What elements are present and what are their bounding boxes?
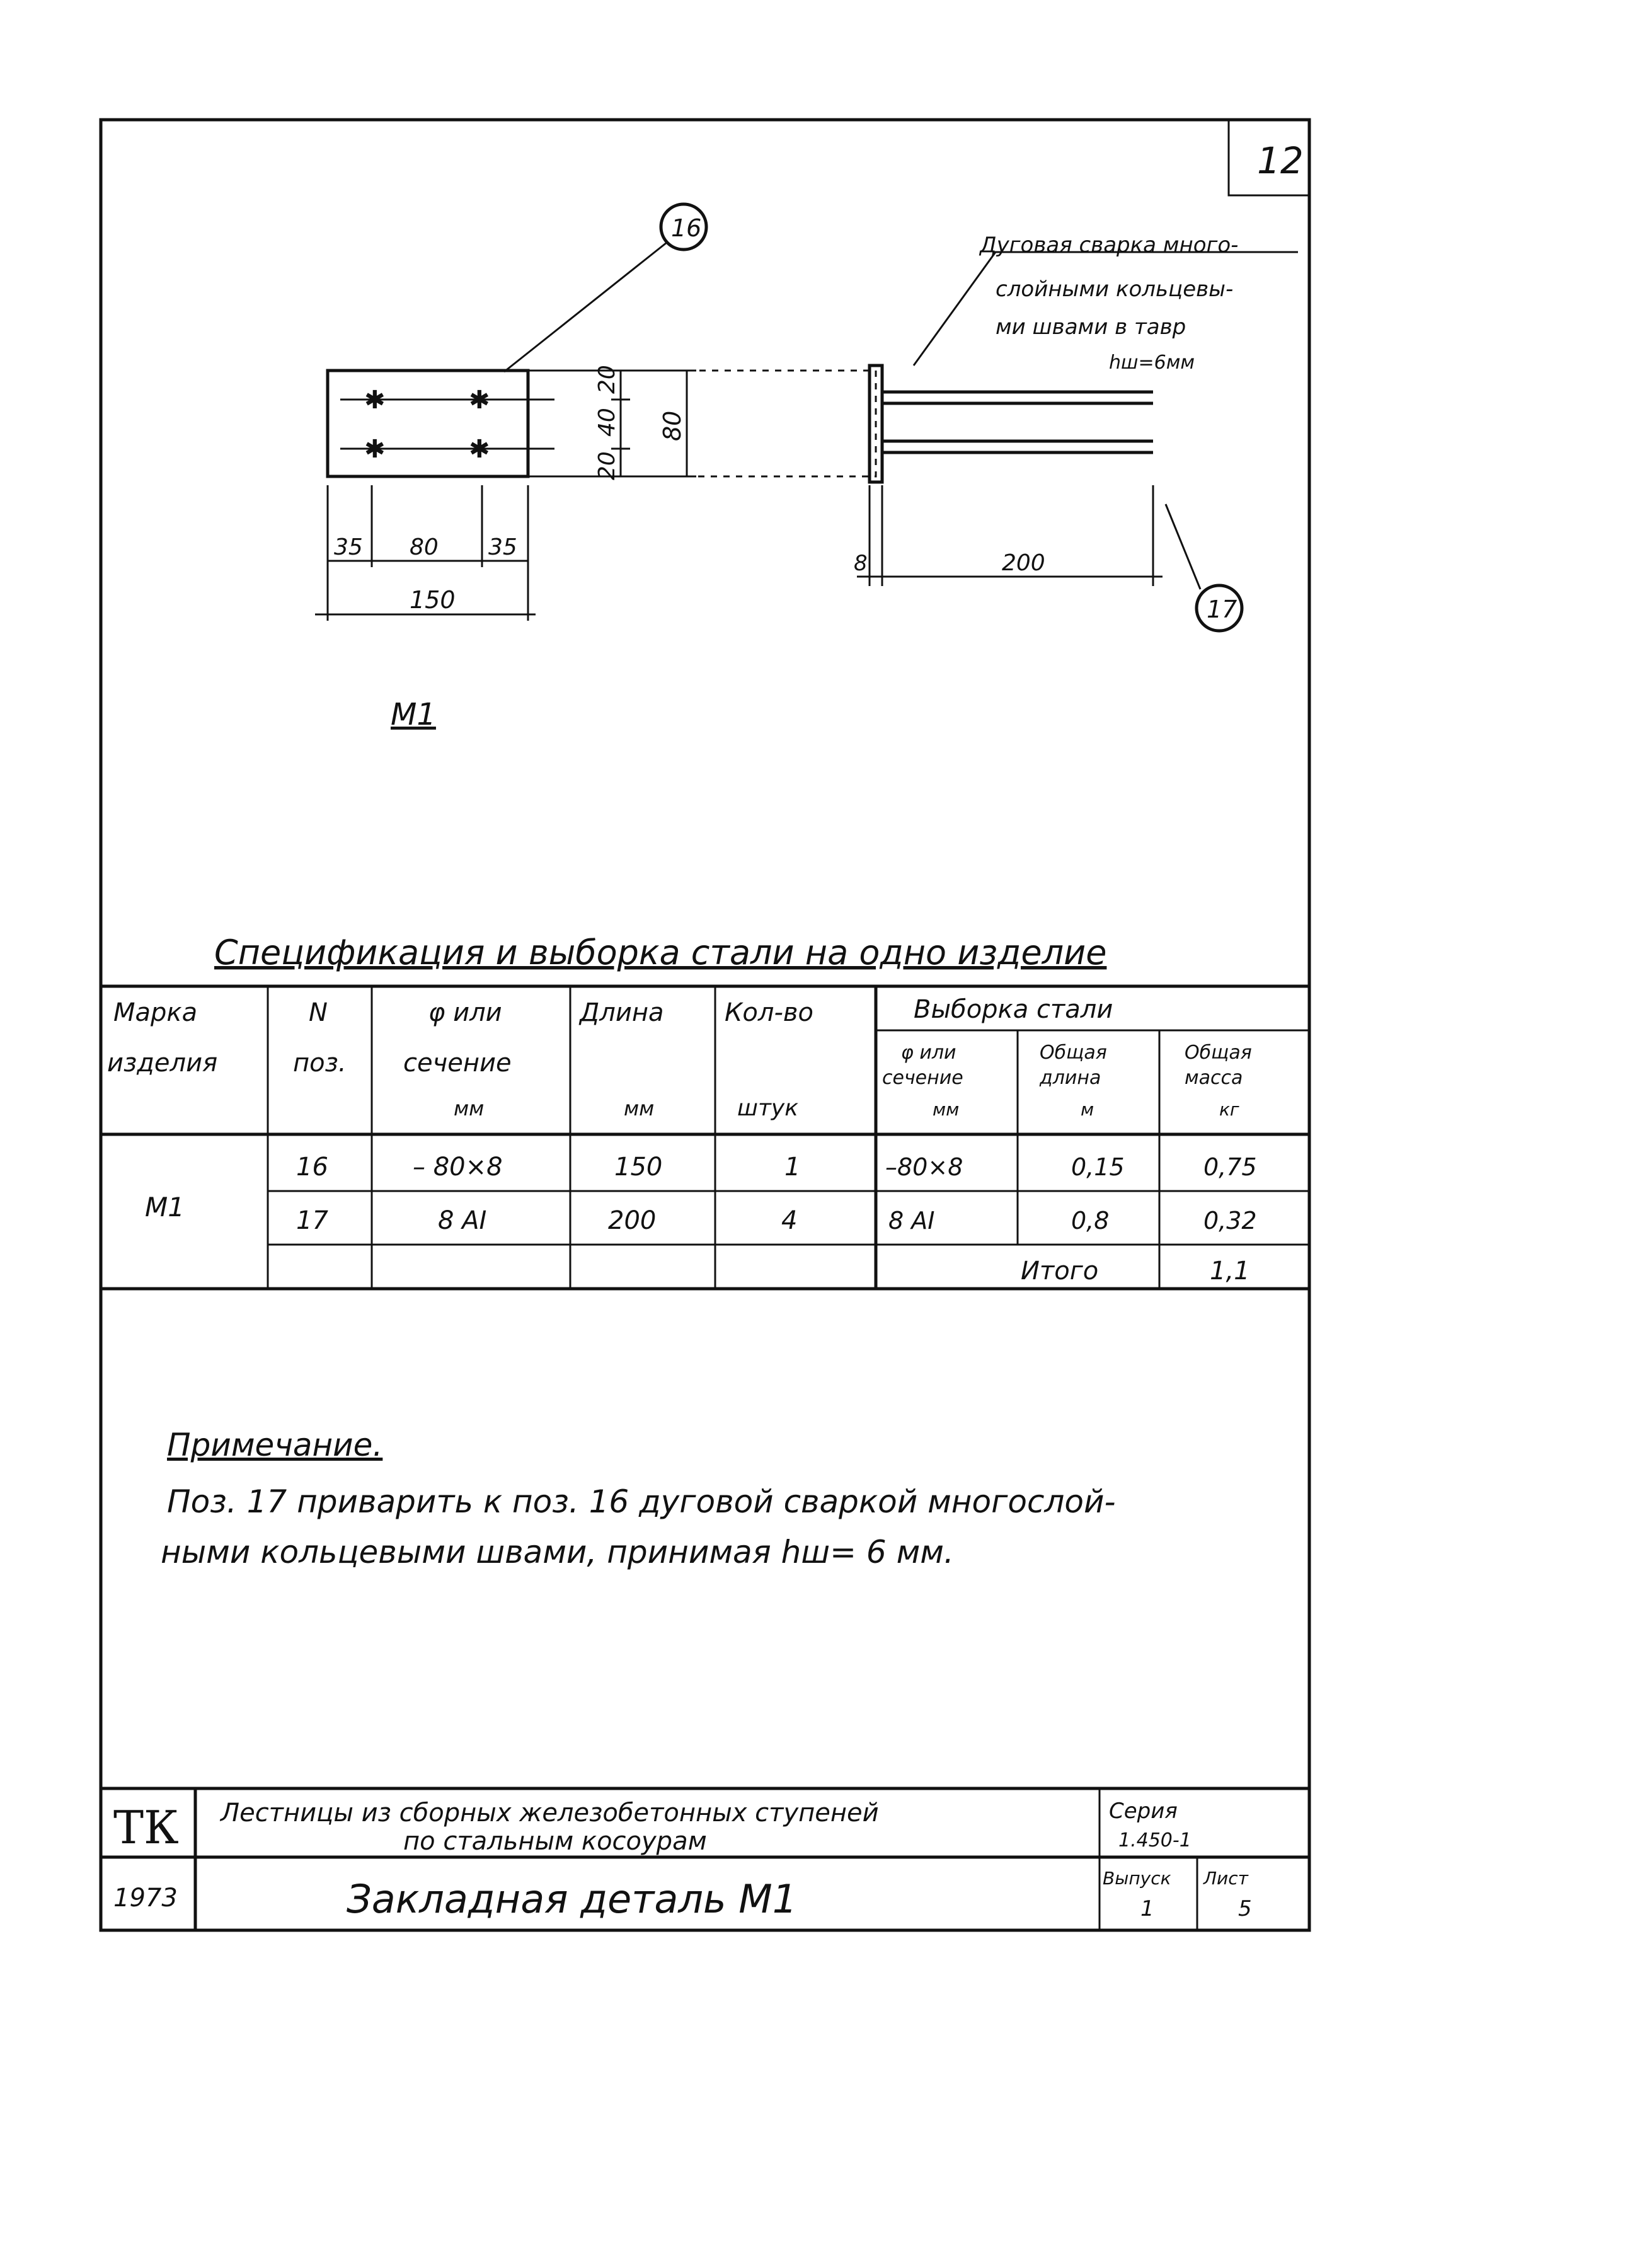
dim-width-total: 150	[410, 586, 456, 614]
hdr-section-1: φ или	[428, 998, 502, 1027]
hdr-steel-mass-3: кг	[1219, 1099, 1239, 1120]
pos-17-callout	[1195, 584, 1244, 633]
spec-title: Спецификация и выборка стали на одно изд…	[214, 933, 1106, 972]
dim-height-2: 40	[594, 408, 620, 437]
hdr-steel-mass-1: Общая	[1185, 1042, 1252, 1064]
bar-end-markers: ✱ ✱ ✱ ✱	[364, 386, 490, 464]
item-mark-label: М1	[391, 697, 436, 732]
hdr-qty-2: штук	[737, 1095, 798, 1121]
dim-width-1: 35	[334, 534, 363, 560]
plate-side-view	[868, 364, 884, 484]
cell-steel-section: 8 AI	[888, 1207, 934, 1235]
hdr-steel-length-1: Общая	[1040, 1042, 1107, 1064]
table-row: 17 8 AI 200 4 8 AI 0,8 0,32	[296, 1206, 1257, 1235]
svg-text:✱: ✱	[364, 435, 386, 464]
sheet-frame	[99, 118, 1311, 1932]
cell-pos: 17	[296, 1206, 328, 1235]
sheet-number: 12	[1257, 139, 1304, 182]
hdr-length-1: Длина	[578, 998, 663, 1027]
issue-label: Выпуск	[1103, 1868, 1171, 1889]
plate-front-view	[326, 369, 530, 478]
pos-17-label: 17	[1207, 596, 1237, 623]
plate-outline-dashed	[686, 369, 877, 478]
cell-qty: 4	[781, 1206, 797, 1235]
weld-note-line-3: ми швами в тавр	[996, 314, 1186, 340]
cell-steel-mass: 0,32	[1203, 1207, 1257, 1235]
weld-note-line-2: слойными кольцевы-	[996, 277, 1233, 302]
dim-height-total: 80	[658, 411, 686, 441]
note-line-2: ными кольцевыми швами, принимая hш= 6 мм…	[161, 1534, 954, 1570]
year: 1973	[113, 1884, 178, 1913]
title-block	[101, 1787, 1309, 1930]
cell-section: 8 AI	[438, 1206, 486, 1235]
hdr-pos-1: N	[309, 998, 328, 1027]
cell-section: – 80×8	[413, 1153, 503, 1182]
dim-bar-length: 200	[1002, 550, 1045, 576]
dim-height-3: 20	[594, 451, 620, 480]
hdr-pos-2: поз.	[293, 1049, 347, 1078]
cell-length: 150	[614, 1153, 662, 1182]
svg-text:✱: ✱	[364, 386, 386, 415]
note-title: Примечание.	[167, 1427, 382, 1463]
cell-qty: 1	[784, 1153, 800, 1182]
cell-steel-mass: 0,75	[1203, 1153, 1257, 1181]
cell-steel-length: 0,8	[1071, 1207, 1109, 1235]
hdr-section-3: мм	[454, 1097, 484, 1120]
series-label: Серия	[1109, 1799, 1178, 1824]
issue-value: 1	[1140, 1896, 1154, 1921]
total-value: 1,1	[1210, 1257, 1250, 1286]
weld-note-line-4: hш=6мм	[1109, 352, 1195, 374]
weld-note-line-1: Дуговая сварка много-	[979, 233, 1238, 258]
cell-pos: 16	[296, 1153, 328, 1182]
hdr-steel-section-2: сечение	[882, 1067, 963, 1089]
dim-plate-thickness: 8	[854, 551, 868, 576]
hdr-steel-section-1: φ или	[901, 1042, 956, 1064]
drawing-title: Закладная деталь М1	[347, 1876, 797, 1922]
pos-16-callout	[659, 202, 708, 251]
org-code: ТК	[113, 1801, 179, 1854]
sheet-value: 5	[1238, 1896, 1252, 1921]
svg-text:✱: ✱	[469, 386, 490, 415]
dim-width-2: 80	[410, 534, 439, 560]
hdr-steel-length-3: м	[1081, 1099, 1094, 1120]
series-value: 1.450-1	[1118, 1829, 1191, 1851]
dim-height-1: 20	[594, 365, 620, 394]
cell-length: 200	[608, 1206, 656, 1235]
total-label: Итого	[1021, 1257, 1098, 1286]
dim-width-3: 35	[488, 534, 517, 560]
hdr-mark-2: изделия	[107, 1049, 217, 1078]
cell-steel-section: –80×8	[885, 1153, 963, 1181]
hdr-steel-length-2: длина	[1039, 1067, 1101, 1089]
spec-table	[101, 984, 1309, 1291]
hdr-mark-1: Марка	[113, 998, 197, 1027]
hdr-steel-mass-2: масса	[1185, 1067, 1243, 1089]
table-row: 16 – 80×8 150 1 –80×8 0,15 0,75	[296, 1153, 1257, 1182]
hdr-section-2: сечение	[403, 1049, 512, 1078]
note-line-1: Поз. 17 приварить к поз. 16 дуговой свар…	[167, 1483, 1116, 1520]
subject-line-1: Лестницы из сборных железобетонных ступе…	[219, 1799, 879, 1828]
pos-16-label: 16	[671, 214, 701, 242]
cell-steel-length: 0,15	[1071, 1153, 1125, 1181]
svg-text:✱: ✱	[469, 435, 490, 464]
hdr-steel-group: Выборка стали	[914, 995, 1113, 1024]
hdr-steel-section-3: мм	[933, 1099, 959, 1120]
subject-line-2: по стальным косоурам	[403, 1827, 707, 1856]
hdr-qty-1: Кол-во	[725, 998, 813, 1027]
hdr-length-2: мм	[624, 1097, 654, 1120]
cell-mark-value: М1	[145, 1192, 185, 1223]
detail-drawing: ✱ ✱ ✱ ✱ 16 20 40 20 80 35 80 35 150 М1	[315, 202, 1298, 732]
sheet-label: Лист	[1203, 1868, 1249, 1889]
